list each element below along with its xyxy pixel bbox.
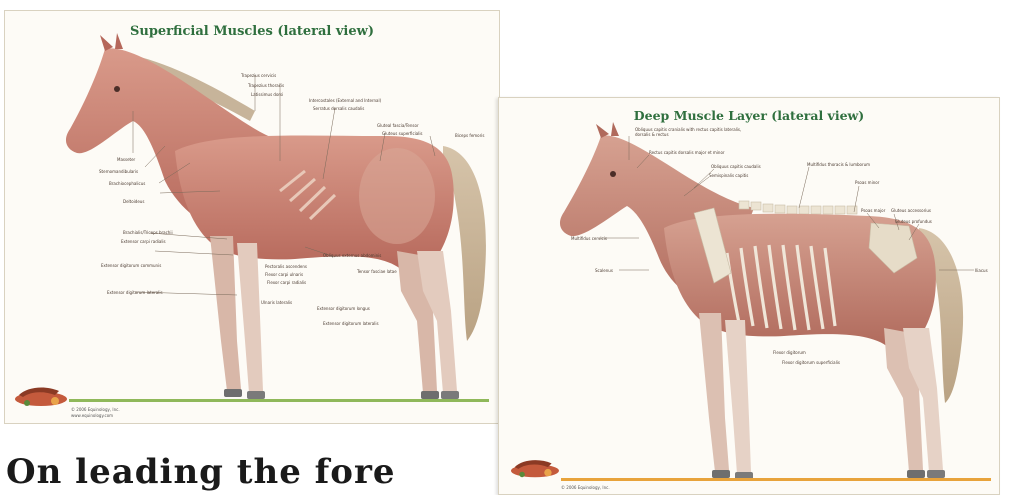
label-intercostales: Intercostales (External and Internal) <box>309 98 381 103</box>
footer-website: www.equinology.com <box>71 413 113 418</box>
label-gluteus-accessorius: Gluteus accessorius <box>891 208 931 213</box>
label-obliquus-capitis-cranialis: Obliquus capitis cranialis with rectus c… <box>635 127 755 137</box>
label-multifidus-cervicis: Multifidus cervicis <box>571 236 607 241</box>
label-sternomandibularis: Sternomandibularis <box>99 169 138 174</box>
label-extensor-carpi-radialis: Extensor carpi radialis <box>121 239 166 244</box>
label-ulnaris-lateralis: Ulnaris lateralis <box>261 300 292 305</box>
label-flexor-carpi-ulnaris: Flexor carpi ulnaris <box>265 272 303 277</box>
label-trapezius-thoracis: Trapezius thoracis <box>248 83 284 88</box>
label-extensor-digitorum-lateralis: Extensor digitorum lateralis <box>107 290 163 295</box>
footer-copyright: © 2006 Equinology, Inc. <box>561 485 610 490</box>
superficial-muscles-poster: Superficial Muscles (lateral view) <box>4 10 500 424</box>
label-biceps-femoris: Biceps femoris <box>455 133 484 138</box>
label-psoas-minor: Psoas minor <box>855 180 879 185</box>
horse-deep-illustration <box>499 98 999 494</box>
label-semispinalis-capitis: Semispinalis capitis <box>709 173 748 178</box>
label-masseter: Masseter <box>117 157 135 162</box>
label-extensor-digitorum-communis: Extensor digitorum communis <box>101 263 161 268</box>
label-gluteal-fascia: Gluteal fascia/Tensor <box>377 123 419 128</box>
label-extensor-digitorum-longus: Extensor digitorum longus <box>317 306 370 311</box>
equinology-logo <box>11 383 71 409</box>
label-trapezius-cervicis: Trapezius cervicis <box>241 73 276 78</box>
caption-text: On leading the fore <box>6 452 396 492</box>
label-brachiocephalicus: Brachiocephalicus <box>109 181 145 186</box>
footer-copyright: © 2006 Equinology, Inc. <box>71 407 120 412</box>
label-psoas-major: Psoas major <box>861 208 885 213</box>
label-flexor-digitorum: Flexor digitorum <box>773 350 806 355</box>
label-extensor-digitorum-lateralis-hind: Extensor digitorum lateralis <box>323 321 379 326</box>
label-flexor-carpi-radialis: Flexor carpi radialis <box>267 280 306 285</box>
label-serratus-dorsalis: Serratus dorsalis caudalis <box>313 106 364 111</box>
label-obliquus-capitis-caudalis: Obliquus capitis caudalis <box>711 164 761 169</box>
footer-orange-rule <box>561 478 991 481</box>
label-rectus-capitis-dorsalis: Rectus capitis dorsalis major et minor <box>649 150 725 155</box>
label-brachialis: Brachialis/Triceps brachii <box>123 230 173 235</box>
footer-green-rule <box>69 399 489 402</box>
label-obliquus-externus: Obliquus externus abdominis <box>323 253 381 258</box>
label-iliacus: Iliacus <box>975 268 988 273</box>
label-gluteus-profundus: Gluteus profundus <box>895 219 932 224</box>
label-flexor-digitorum-superficialis: Flexor digitorum superficialis <box>782 360 840 365</box>
label-pectoralis-ascendens: Pectoralis ascendens <box>265 264 307 269</box>
equinology-logo <box>507 456 563 480</box>
label-latissimus-dorsi: Latissimus dorsi <box>251 92 283 97</box>
label-scalenus: Scalenus <box>595 268 613 273</box>
label-deltoideus: Deltoideus <box>123 199 144 204</box>
deep-muscle-poster: Deep Muscle Layer (lateral view) <box>498 97 1000 495</box>
label-tensor-fasciae-latae: Tensor fasciae latae <box>357 269 413 274</box>
label-gluteus-superficialis: Gluteus superficialis <box>382 131 423 136</box>
label-multifidus-thoracis: Multifidus thoracis & lumborum <box>807 162 870 167</box>
